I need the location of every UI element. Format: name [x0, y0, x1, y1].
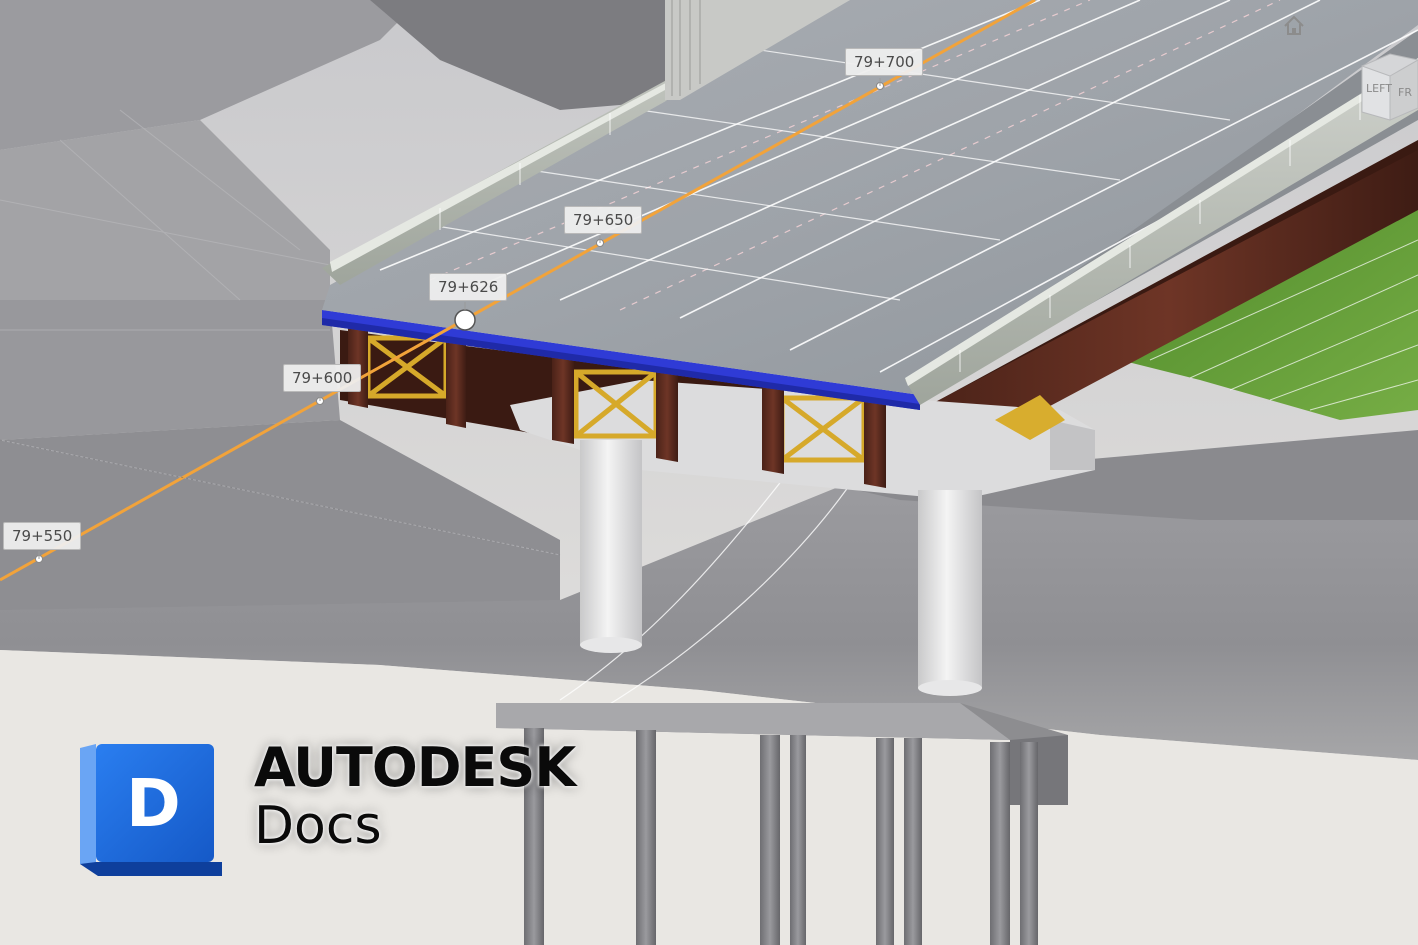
station-label: 79+550 [3, 522, 82, 550]
viewcube[interactable]: LEFT FR [1356, 46, 1418, 130]
station-label: 79+600 [283, 364, 362, 392]
station-label-selected[interactable]: 79+626 [429, 273, 508, 301]
home-icon [1284, 15, 1304, 35]
product-logo: D [76, 740, 636, 880]
logo-letter: D [126, 765, 181, 842]
viewcube-face-front[interactable]: FR [1398, 86, 1412, 99]
viewcube-face-left[interactable]: LEFT [1366, 82, 1392, 95]
home-view-button[interactable] [1280, 12, 1308, 40]
product-name: Docs [254, 796, 382, 856]
station-label: 79+650 [564, 206, 643, 234]
company-name: AUTODESK [254, 736, 576, 799]
station-label: 79+700 [845, 48, 924, 76]
autodesk-docs-logo-icon: D [80, 744, 222, 876]
viewcube-icon: LEFT FR [1361, 53, 1418, 121]
